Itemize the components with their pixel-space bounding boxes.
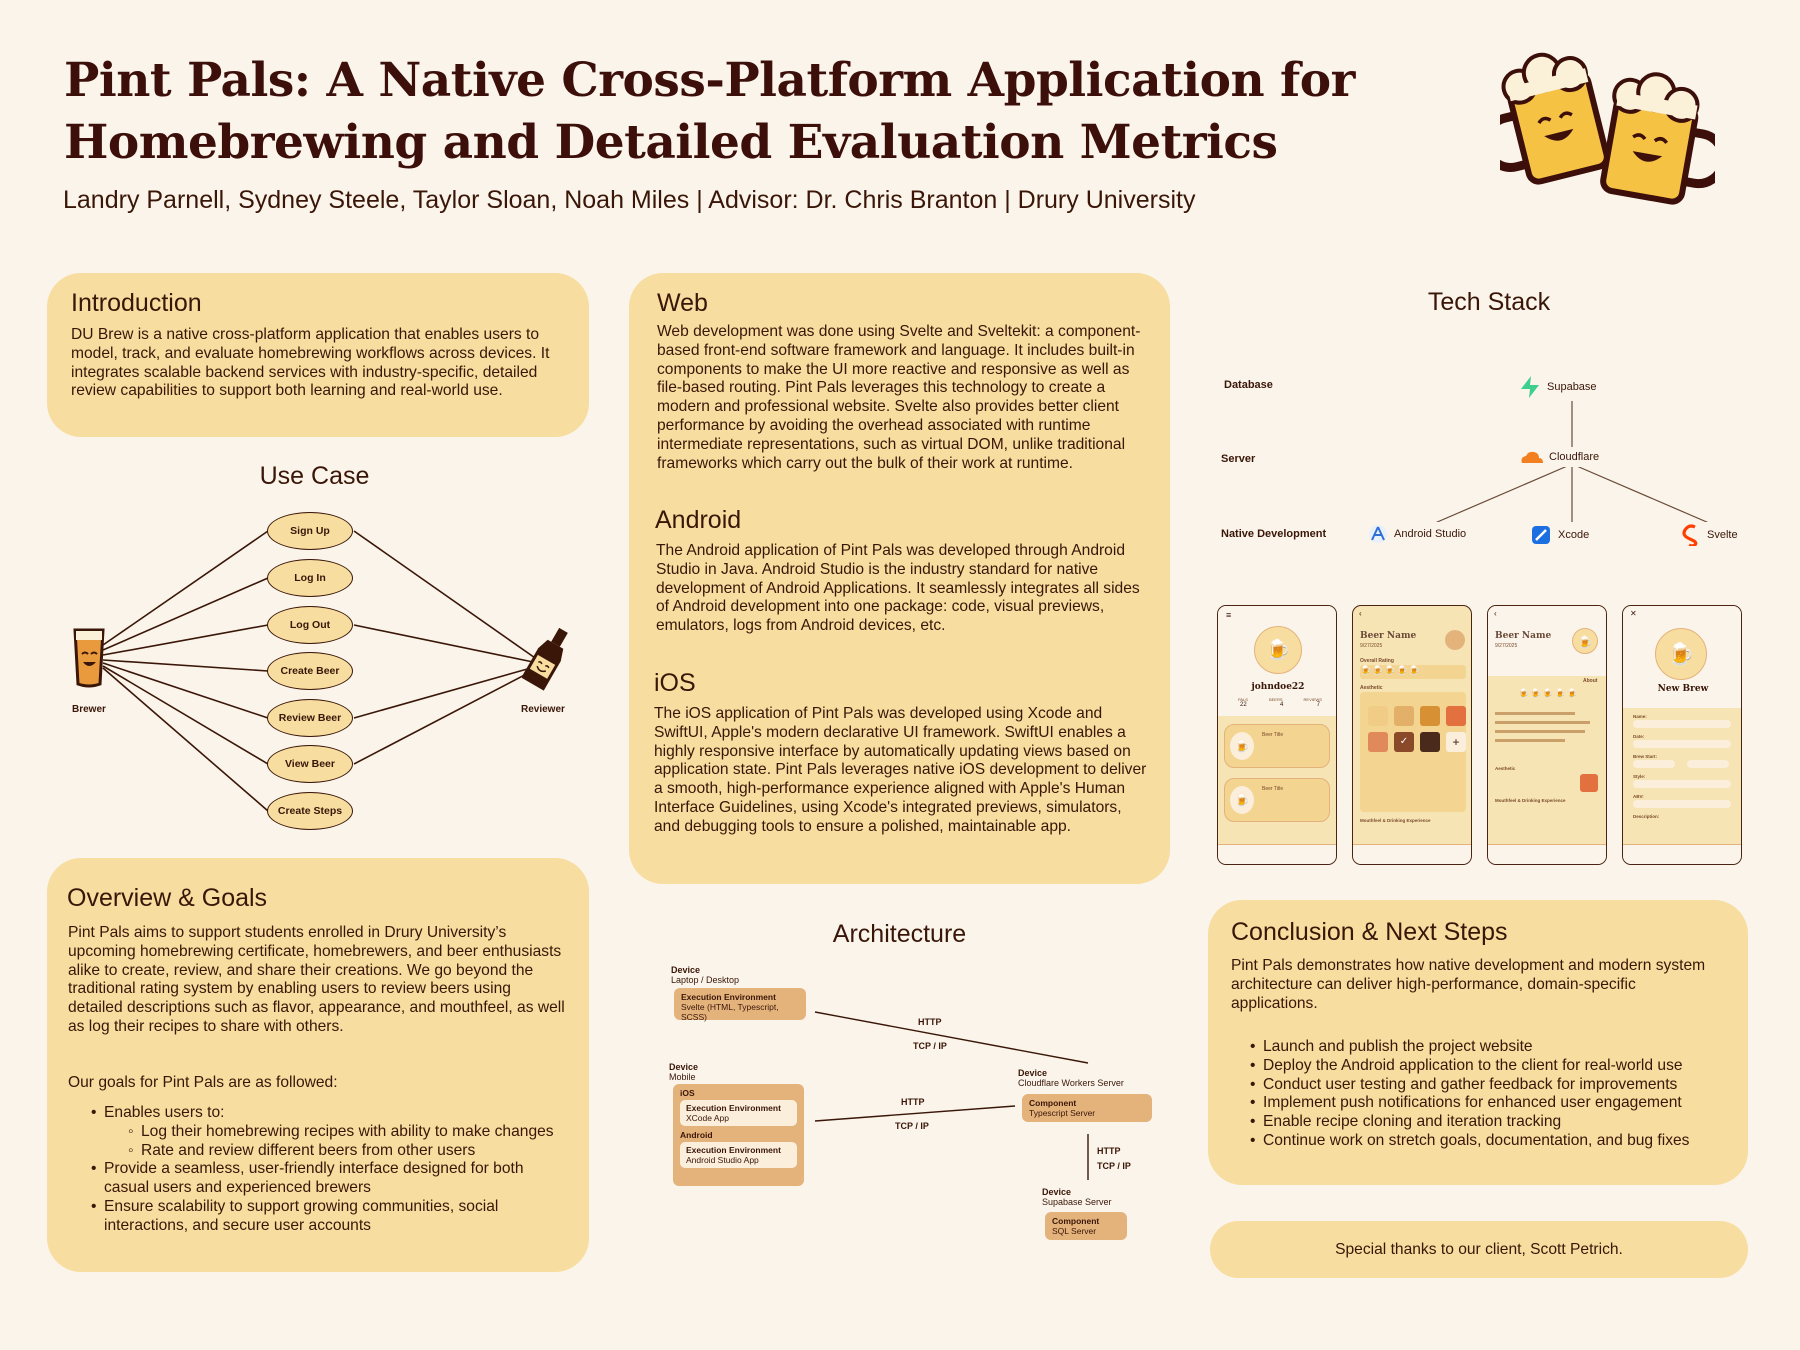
- use-case-create-steps: Create Steps: [267, 792, 353, 830]
- cloudflare-icon: [1521, 451, 1543, 463]
- poster-title: Pint Pals: A Native Cross-Platform Appli…: [64, 50, 1355, 174]
- screen-review: ‹ Beer Name 9/27/2025 Overall Rating 🍺🍺🍺…: [1352, 605, 1472, 865]
- use-case-heading: Use Case: [259, 462, 370, 490]
- android-heading: Android: [655, 506, 742, 534]
- reviewer-bottle-icon: [522, 627, 568, 691]
- next-step-item: Launch and publish the project website: [1250, 1038, 1740, 1057]
- tech-row-native: Native Development: [1221, 528, 1327, 540]
- introduction-card: Introduction DU Brew is a native cross-p…: [47, 273, 589, 437]
- platforms-card: Web Web development was done using Svelt…: [629, 273, 1170, 884]
- arch-http-label: HTTP: [901, 1097, 925, 1107]
- title-line-2: Homebrewing and Detailed Evaluation Metr…: [64, 115, 1278, 170]
- android-studio-icon: [1369, 525, 1387, 543]
- actor-reviewer-label: Reviewer: [521, 704, 565, 715]
- goal-item: Provide a seamless, user-friendly interf…: [91, 1160, 561, 1198]
- introduction-heading: Introduction: [71, 289, 202, 317]
- brewer-glass-icon: [73, 628, 105, 688]
- arch-tcpip-label: TCP / IP: [895, 1121, 929, 1131]
- brew-avatar: 🍺: [1655, 628, 1707, 680]
- conclusion-card: Conclusion & Next Steps Pint Pals demons…: [1208, 900, 1748, 1185]
- actor-brewer-label: Brewer: [72, 704, 106, 715]
- next-steps-list: Launch and publish the project website D…: [1250, 1038, 1740, 1151]
- menu-icon: ≡: [1226, 610, 1232, 620]
- goal-sublist: Log their homebrewing recipes with abili…: [128, 1123, 561, 1161]
- next-step-item: Implement push notifications for enhance…: [1250, 1094, 1740, 1113]
- use-case-review-beer: Review Beer: [267, 699, 353, 737]
- overview-card: Overview & Goals Pint Pals aims to suppo…: [47, 858, 589, 1272]
- goal-subitem: Rate and review different beers from oth…: [128, 1142, 561, 1161]
- profile-username: johndoe22: [1251, 682, 1305, 692]
- goal-subitem: Log their homebrewing recipes with abili…: [128, 1123, 561, 1142]
- tech-row-server: Server: [1221, 453, 1256, 465]
- arch-http-label: HTTP: [918, 1017, 942, 1027]
- close-icon: ✕: [1630, 609, 1637, 618]
- avatar: 🍺: [1254, 626, 1302, 674]
- title-line-1: Pint Pals: A Native Cross-Platform Appli…: [64, 53, 1355, 108]
- use-case-view-beer: View Beer: [267, 745, 353, 783]
- overview-heading: Overview & Goals: [67, 884, 268, 912]
- tech-cloudflare: Cloudflare: [1517, 447, 1602, 467]
- goals-intro: Our goals for Pint Pals are as followed:: [68, 1074, 338, 1091]
- supabase-icon: [1521, 376, 1539, 398]
- next-step-item: Conduct user testing and gather feedback…: [1250, 1076, 1740, 1095]
- tech-xcode: Xcode: [1528, 522, 1592, 548]
- use-case-sign-up: Sign Up: [267, 512, 353, 550]
- ios-heading: iOS: [654, 669, 696, 697]
- arch-http-label: HTTP: [1097, 1146, 1121, 1156]
- goals-list: Enables users to: Log their homebrewing …: [91, 1104, 561, 1236]
- architecture-heading: Architecture: [832, 920, 967, 948]
- web-text: Web development was done using Svelte an…: [657, 323, 1141, 472]
- screen-new-brew: ✕ 🍺 New Brew Name: Date: Brew Start: Sty…: [1622, 605, 1742, 865]
- architecture-lines: [814, 1011, 1089, 1180]
- tech-row-database: Database: [1224, 379, 1273, 391]
- next-step-item: Enable recipe cloning and iteration trac…: [1250, 1113, 1740, 1132]
- use-case-log-out: Log Out: [267, 606, 353, 644]
- thanks-banner: Special thanks to our client, Scott Petr…: [1210, 1221, 1748, 1278]
- use-case-create-beer: Create Beer: [267, 652, 353, 690]
- introduction-text: DU Brew is a native cross-platform appli…: [71, 326, 550, 400]
- overview-text: Pint Pals aims to support students enrol…: [68, 924, 565, 1035]
- screen-beer-detail: ‹ Beer Name 9/27/2025 🍺 About 🍺🍺🍺🍺🍺 Aest…: [1487, 605, 1607, 865]
- conclusion-text: Pint Pals demonstrates how native develo…: [1231, 957, 1706, 1012]
- tech-stack-lines: [1427, 392, 1717, 527]
- ios-text: The iOS application of Pint Pals was dev…: [654, 705, 1147, 835]
- android-text: The Android application of Pint Pals was…: [656, 542, 1140, 635]
- use-case-lines: [102, 530, 539, 812]
- goal-item: Ensure scalability to support growing co…: [91, 1198, 561, 1236]
- tech-svelte: Svelte: [1679, 522, 1740, 548]
- back-icon: ‹: [1494, 609, 1497, 618]
- tech-stack-heading: Tech Stack: [1427, 288, 1551, 316]
- goal-item: Enables users to: Log their homebrewing …: [91, 1104, 561, 1160]
- next-step-item: Deploy the Android application to the cl…: [1250, 1057, 1740, 1076]
- arch-tcpip-label: TCP / IP: [1097, 1161, 1131, 1171]
- arch-tcpip-label: TCP / IP: [913, 1041, 947, 1051]
- use-case-log-in: Log In: [267, 559, 353, 597]
- beer-mugs-logo-icon: [1500, 52, 1715, 205]
- tech-supabase: Supabase: [1517, 373, 1599, 401]
- web-heading: Web: [657, 289, 708, 317]
- next-step-item: Continue work on stretch goals, document…: [1250, 1132, 1740, 1151]
- xcode-icon: [1532, 526, 1550, 544]
- tech-android-studio: Android Studio: [1366, 522, 1469, 546]
- authors-line: Landry Parnell, Sydney Steele, Taylor Sl…: [63, 186, 1196, 214]
- svelte-icon: [1682, 524, 1698, 546]
- conclusion-heading: Conclusion & Next Steps: [1231, 918, 1508, 946]
- back-icon: ‹: [1359, 609, 1362, 618]
